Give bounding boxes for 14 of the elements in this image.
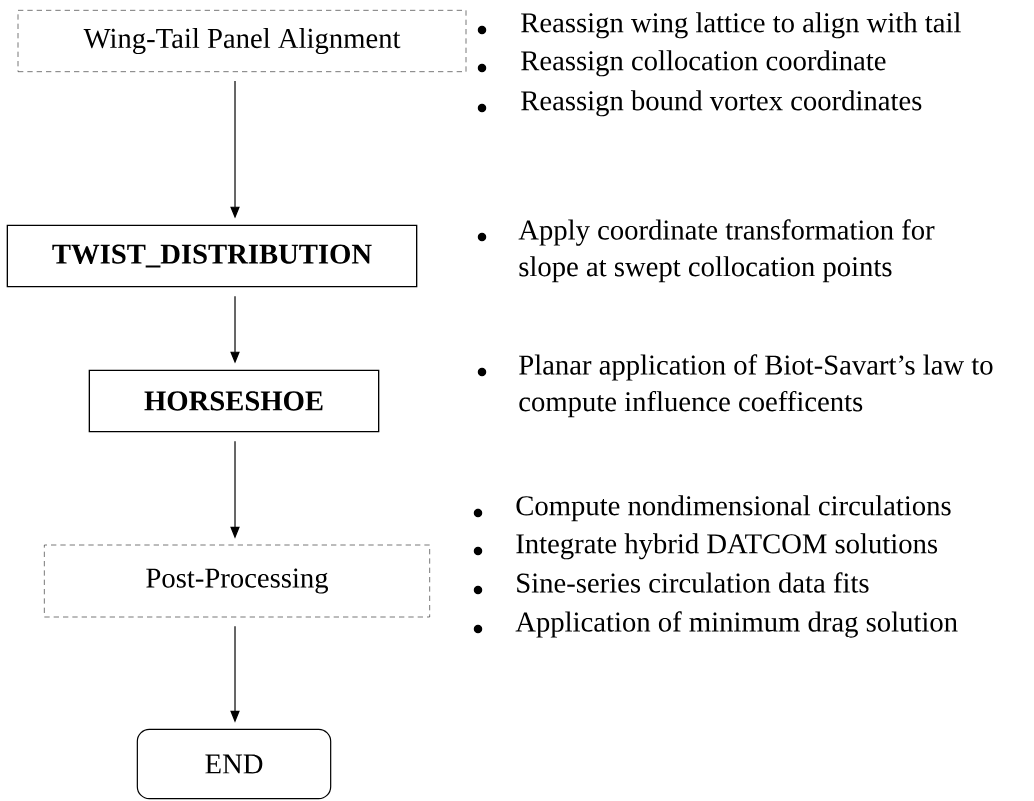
bullet-text: Apply coordinate transformation for slope at swept collocation points (518, 219, 935, 283)
bullet-text: Reassign wing lattice to align with tail (521, 12, 961, 39)
bullet-text: Sine-series circulation data fits (517, 572, 869, 593)
bullet-text: Reassign collocation coordinate (521, 50, 886, 77)
bullet-text: Reassign bound vortex coordinates (521, 90, 922, 117)
bullet-text: Compute nondimensional circulations (516, 495, 951, 522)
process-box: Post-Processing (44, 544, 430, 618)
process-box: HORSESHOE (88, 369, 380, 433)
bullet-text: Integrate hybrid DATCOM solutions (516, 533, 938, 560)
terminal-box: END (136, 728, 332, 800)
bullet-text: Planar application of Biot-Savart’s law to compute influence coefficents (519, 354, 993, 418)
process-box: TWIST_DISTRIBUTION (6, 224, 418, 288)
bullet-text: Application of minimum drag solution (515, 611, 958, 638)
process-box: Wing-Tail Panel Alignment (17, 10, 467, 72)
